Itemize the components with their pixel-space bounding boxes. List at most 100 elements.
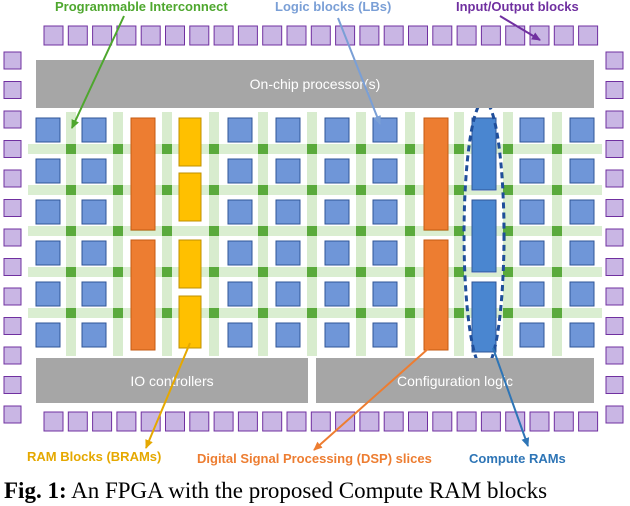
logic-block (227, 322, 253, 348)
logic-blocks (35, 117, 595, 348)
io-block (3, 317, 22, 335)
logic-block (81, 158, 107, 184)
switch-box (113, 308, 123, 318)
io-block (529, 411, 550, 432)
io-block (605, 317, 624, 335)
io-block (3, 110, 22, 129)
logic-block (324, 240, 350, 266)
io-block (553, 25, 574, 46)
switch-box (552, 308, 562, 318)
switch-box (258, 144, 268, 154)
io-block (605, 258, 624, 276)
io-block (432, 411, 453, 432)
switch-box (113, 226, 123, 236)
io-block (165, 411, 185, 432)
io-block (456, 25, 477, 46)
switch-box (209, 267, 219, 277)
logic-block (81, 322, 107, 348)
logic-block (324, 158, 350, 184)
logic-block (35, 322, 61, 348)
compute-ram-block (471, 117, 497, 191)
logic-block (324, 199, 350, 225)
interconnect-switches (66, 144, 562, 318)
io-block (3, 376, 22, 394)
bram-block (178, 239, 202, 289)
io-blocks-label: Input/Output blocks (456, 0, 579, 14)
io-block (237, 411, 258, 432)
switch-box (66, 185, 76, 195)
logic-block (519, 240, 545, 266)
switch-box (356, 267, 366, 277)
io-block (480, 411, 501, 432)
dsp-arrow (313, 339, 439, 451)
logic-block (227, 158, 253, 184)
logic-block (519, 199, 545, 225)
io-block (262, 411, 283, 432)
io-block (383, 25, 404, 46)
switch-box (405, 185, 415, 195)
logic-block (35, 158, 61, 184)
switch-box (454, 226, 464, 236)
logic-block (569, 322, 595, 348)
processor-label: On-chip processor(s) (250, 76, 381, 92)
io-block (165, 25, 185, 46)
dsp-slice (130, 117, 156, 231)
switch-box (162, 185, 172, 195)
io-block (578, 411, 599, 432)
io-block (432, 25, 453, 46)
switch-box (307, 185, 317, 195)
io-block (310, 25, 331, 46)
io-block (605, 51, 624, 70)
io-block (3, 228, 22, 247)
io-block (92, 411, 113, 432)
io-block (213, 411, 234, 432)
switch-box (209, 185, 219, 195)
logic-block (519, 281, 545, 307)
bram-arrow (145, 342, 191, 449)
io-block (408, 411, 428, 432)
io-block (456, 411, 477, 432)
interconnect-arrow (71, 15, 125, 129)
switch-box (162, 226, 172, 236)
io-block (310, 411, 331, 432)
switch-box (258, 185, 268, 195)
io-block (605, 228, 624, 247)
logic-block (81, 117, 107, 143)
io-block (92, 25, 113, 46)
logic-block (35, 240, 61, 266)
dsp-slice (423, 117, 449, 231)
logic-block (519, 117, 545, 143)
logic-block (372, 281, 398, 307)
logic-block (35, 281, 61, 307)
io-block (553, 411, 574, 432)
io-block (286, 25, 307, 46)
switch-box (258, 226, 268, 236)
switch-box (503, 185, 513, 195)
logic-block (275, 240, 301, 266)
switch-box (454, 144, 464, 154)
switch-box (405, 308, 415, 318)
switch-box (66, 267, 76, 277)
io-block (140, 25, 161, 46)
switch-box (66, 144, 76, 154)
logic-block (324, 322, 350, 348)
io-block (605, 287, 624, 306)
logic-blocks-arrow (337, 17, 381, 125)
io-block (189, 411, 210, 432)
config-logic-block (316, 358, 594, 403)
switch-box (356, 226, 366, 236)
logic-block (372, 117, 398, 143)
programmable-interconnect-label: Programmable Interconnect (55, 0, 228, 14)
switch-box (552, 144, 562, 154)
compute-ram-label: Compute RAMs (469, 451, 566, 466)
logic-block (372, 158, 398, 184)
io-controllers-label: IO controllers (130, 373, 213, 389)
io-block (605, 110, 624, 129)
switch-box (66, 308, 76, 318)
switch-box (356, 185, 366, 195)
io-block (67, 411, 88, 432)
switch-box (209, 144, 219, 154)
switch-box (356, 144, 366, 154)
logic-block (35, 199, 61, 225)
